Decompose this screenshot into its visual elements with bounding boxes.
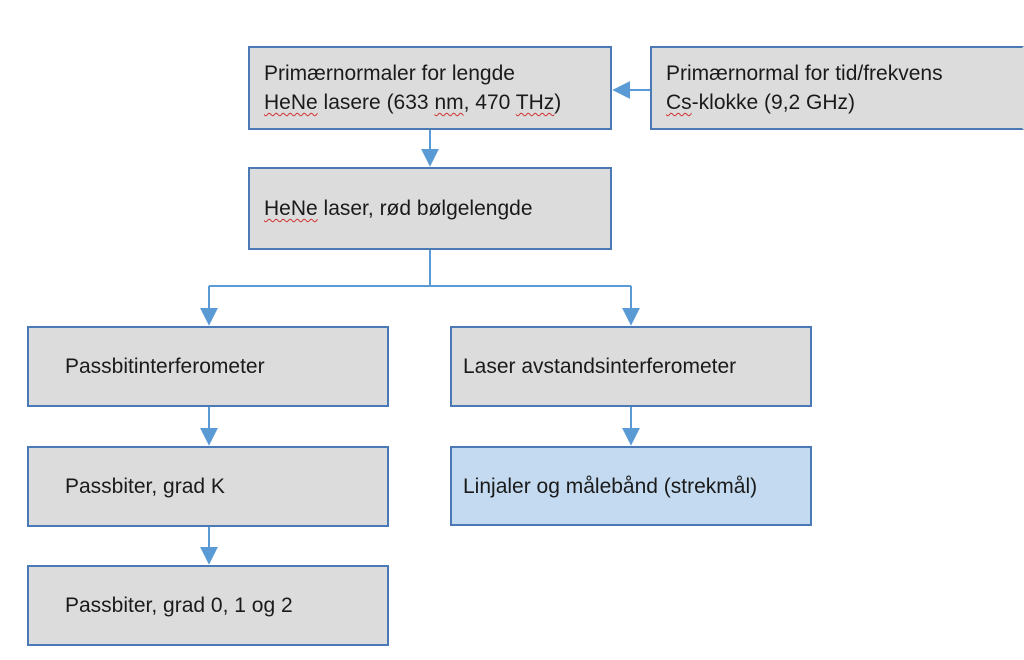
spellcheck-word: HeNe <box>264 197 318 220</box>
spellcheck-word: Cs <box>666 91 692 114</box>
node-rulers-and-tapes-label: Linjaler og målebånd (strekmål) <box>463 474 758 498</box>
node-gauge-blocks-grade-012-label: Passbiter, grad 0, 1 og 2 <box>65 594 293 617</box>
node-gauge-block-interferometer: Passbitinterferometer <box>27 326 389 407</box>
text-run: laser, rød bølgelengde <box>317 197 533 220</box>
node-time-standard-line2: Cs-klokke (9,2 GHz) <box>666 88 1022 117</box>
node-laser-distance-interferometer: Laser avstandsinterferometer <box>450 326 812 407</box>
node-time-standard-line1: Primærnormal for tid/frekvens <box>666 62 943 85</box>
node-gauge-blocks-grade-k: Passbiter, grad K <box>27 446 389 527</box>
spellcheck-word: HeNe <box>264 91 318 114</box>
spellcheck-word: nm <box>434 91 464 114</box>
text-run: -klokke (9,2 GHz) <box>691 91 856 114</box>
node-rulers-and-tapes: Linjaler og målebånd (strekmål) <box>450 446 812 526</box>
text-run: ) <box>554 91 562 114</box>
node-hene-laser-label: HeNe laser, rød bølgelengde <box>264 194 610 223</box>
node-hene-laser: HeNe laser, rød bølgelengde <box>248 167 612 250</box>
text-run: lasere (633 <box>317 91 435 114</box>
spellcheck-word: THz <box>515 91 555 114</box>
node-length-standards: Primærnormaler for lengde HeNe lasere (6… <box>248 46 612 130</box>
node-time-standard: Primærnormal for tid/frekvens Cs-klokke … <box>650 46 1024 130</box>
node-gauge-block-interferometer-label: Passbitinterferometer <box>65 355 265 378</box>
node-gauge-blocks-grade-k-label: Passbiter, grad K <box>65 475 225 498</box>
text-run: , 470 <box>463 91 516 114</box>
node-length-standards-line2: HeNe lasere (633 nm, 470 THz) <box>264 88 610 117</box>
node-length-standards-line1: Primærnormaler for lengde <box>264 62 515 85</box>
node-gauge-blocks-grade-012: Passbiter, grad 0, 1 og 2 <box>27 565 389 646</box>
node-laser-distance-interferometer-label: Laser avstandsinterferometer <box>463 355 737 378</box>
